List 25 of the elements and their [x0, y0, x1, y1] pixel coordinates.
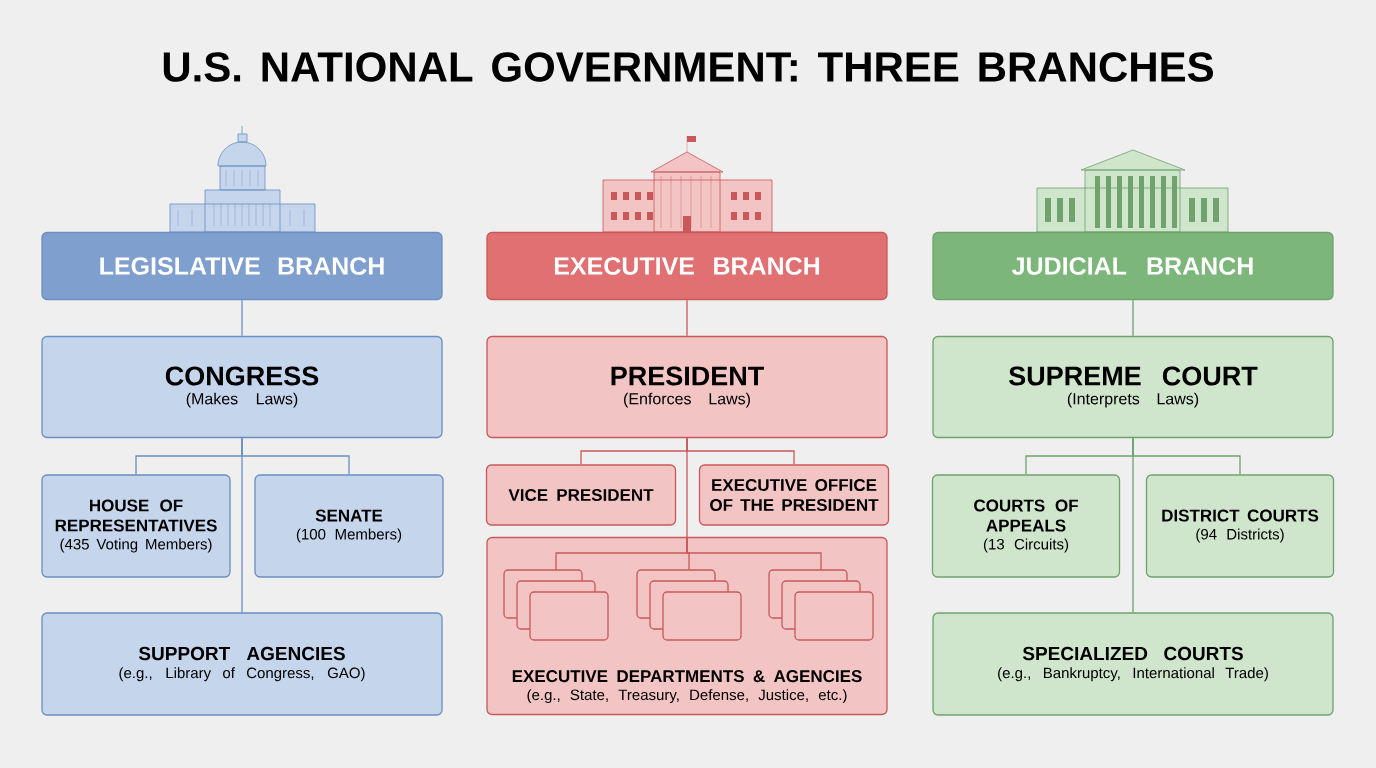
connector-line: [686, 536, 822, 571]
branch-header: EXECUTIVE BRANCH: [486, 231, 888, 301]
office-box: DISTRICT COURTS (94 Districts): [1145, 474, 1335, 578]
connector-line: [1132, 299, 1134, 337]
branch-head-box: PRESIDENT (Enforces Laws): [486, 335, 888, 439]
branch-head-box: CONGRESS (Makes Laws): [41, 335, 443, 439]
connector-line: [241, 437, 243, 613]
branch-header: JUDICIAL BRANCH: [932, 231, 1334, 301]
connector-line: [686, 299, 688, 337]
connector-line: [1132, 437, 1134, 613]
connector-line: [686, 437, 688, 538]
stacked-boxes: [768, 569, 874, 641]
office-box: SENATE (100 Members): [254, 474, 444, 578]
office-box: VICE PRESIDENT: [485, 464, 677, 526]
agency-box: SUPPORT AGENCIES (e.g., Library of Congress, GAO): [41, 612, 443, 716]
office-box: HOUSE OF REPRESENTATIVES (435 Voting Members): [41, 474, 231, 578]
connector-line: [241, 299, 243, 337]
office-box: COURTS OF APPEALS (13 Circuits): [931, 474, 1121, 578]
branch-header: LEGISLATIVE BRANCH: [41, 231, 443, 301]
branch-head-box: SUPREME COURT (Interprets Laws): [932, 335, 1334, 439]
title: U.S. NATIONAL GOVERNMENT: THREE BRANCHES: [163, 52, 1213, 82]
office-box: EXECUTIVE OFFICE OF THE PRESIDENT: [698, 464, 890, 526]
stacked-boxes: [503, 569, 609, 641]
stacked-boxes: [636, 569, 742, 641]
agency-box: SPECIALIZED COURTS (e.g., Bankruptcy, International Trade): [932, 612, 1334, 716]
